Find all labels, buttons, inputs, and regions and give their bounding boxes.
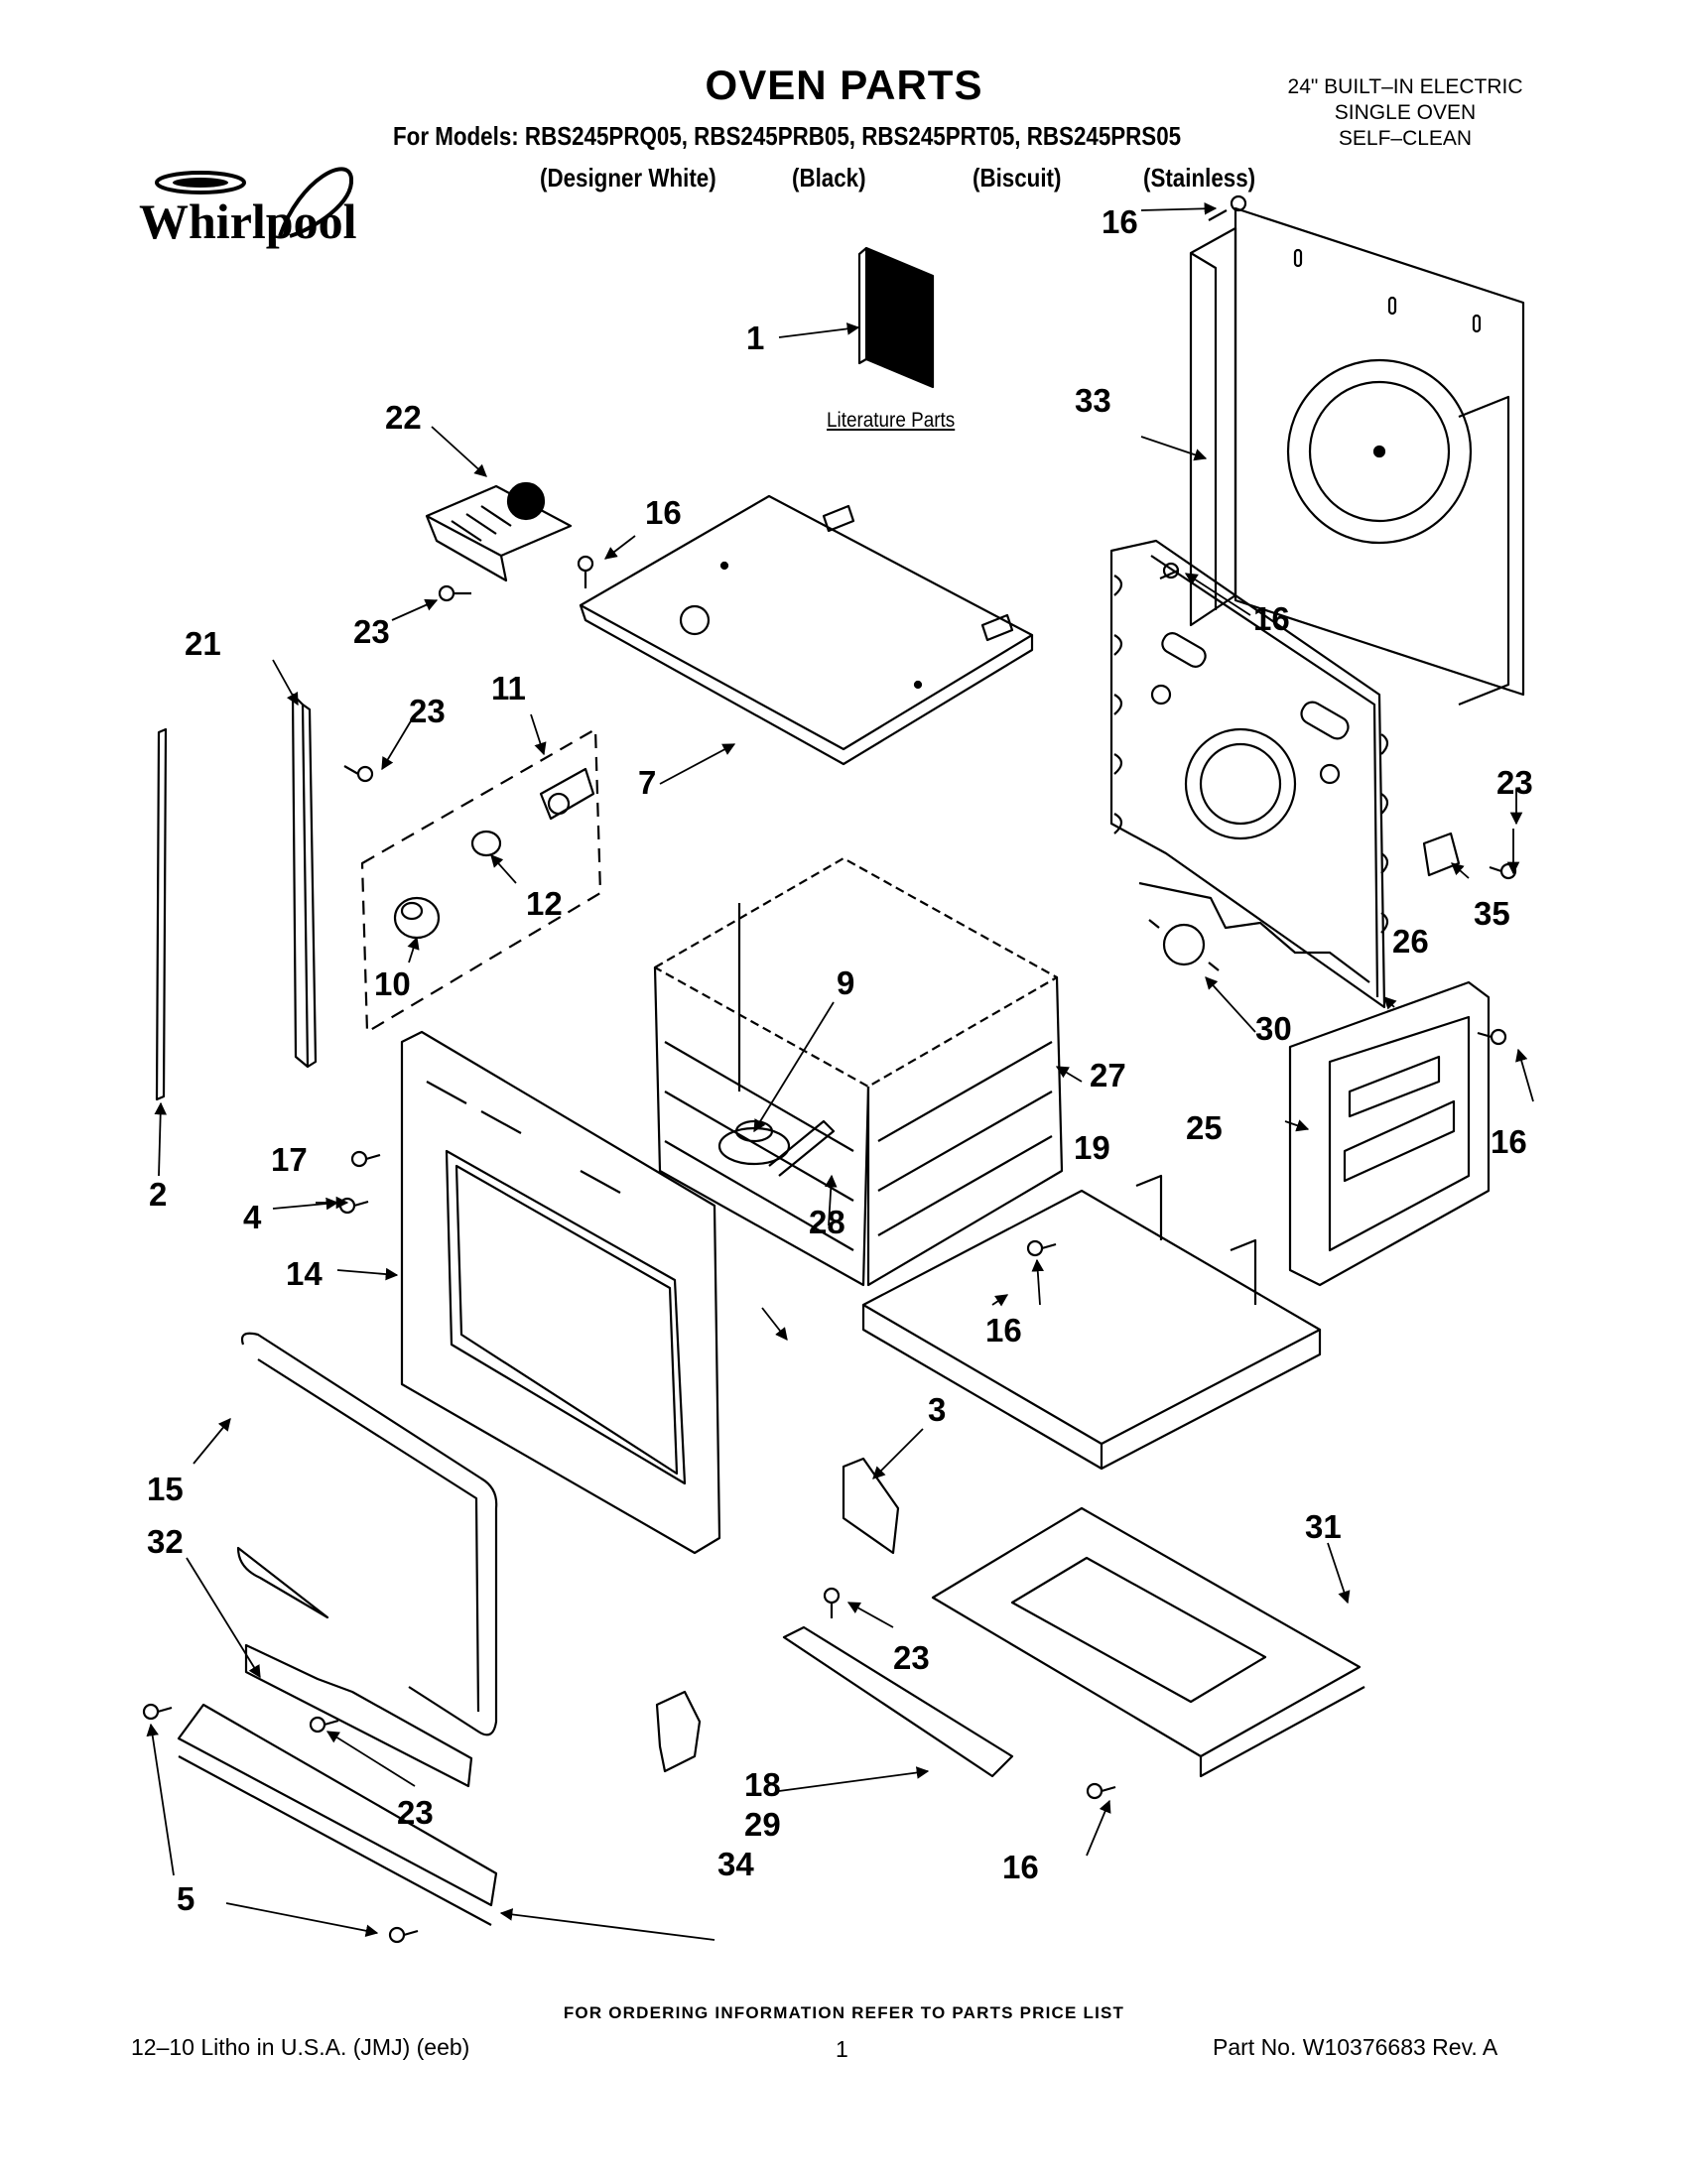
color-black: (Black) <box>792 163 866 193</box>
litho-info: 12–10 Litho in U.S.A. (JMJ) (eeb) <box>131 2034 470 2060</box>
models-line: For Models: RBS245PRQ05, RBS245PRB05, RB… <box>393 121 1182 151</box>
callout-23-e: 23 <box>397 1794 434 1831</box>
callout-5: 5 <box>177 1880 195 1917</box>
callout-23-a: 23 <box>353 613 390 650</box>
part-side-panel <box>1288 980 1491 1287</box>
callout-12: 12 <box>526 885 563 922</box>
page-title: OVEN PARTS <box>705 62 983 108</box>
screw-fasteners <box>142 194 1517 1944</box>
oven-type-line-2: SINGLE OVEN <box>1334 101 1477 124</box>
part-switch <box>1422 832 1461 877</box>
part-rear-panel <box>1189 206 1525 707</box>
part-angled-plate <box>782 1625 1014 1778</box>
callout-3: 3 <box>928 1391 946 1428</box>
callout-16-rear: 16 <box>1253 600 1290 637</box>
part-bottom-tray <box>931 1506 1365 1778</box>
part-knob-group <box>360 727 602 1034</box>
part-control-bracket <box>425 481 573 582</box>
callout-7: 7 <box>638 764 656 801</box>
oven-type-line-3: SELF–CLEAN <box>1338 127 1473 150</box>
callout-17: 17 <box>271 1141 308 1178</box>
callout-23-c: 23 <box>1496 764 1533 801</box>
part-door-gasket <box>236 1332 498 1736</box>
part-oven-cavity <box>653 856 1064 1287</box>
part-top-panel <box>579 494 1034 766</box>
part-literature-booklet <box>857 246 935 389</box>
oven-type-line-1: 24" BUILT–IN ELECTRIC <box>1287 75 1523 98</box>
callout-arrows <box>146 202 1534 1941</box>
color-stainless: (Stainless) <box>1143 163 1256 193</box>
part-side-trim <box>291 693 318 1069</box>
color-biscuit: (Biscuit) <box>973 163 1062 193</box>
callout-9: 9 <box>837 964 854 1001</box>
callout-2: 2 <box>149 1176 167 1213</box>
callout-23-b: 23 <box>409 693 446 729</box>
callout-10: 10 <box>374 965 411 1002</box>
page-number: 1 <box>836 2036 848 2062</box>
part-thermostat <box>1148 919 1220 971</box>
callout-16-tray: 16 <box>1002 1849 1039 1885</box>
callout-1: 1 <box>746 320 764 356</box>
callout-11: 11 <box>491 670 526 707</box>
callout-34: 34 <box>717 1846 754 1882</box>
part-small-bracket <box>842 1457 900 1555</box>
part-front-frame <box>400 1030 721 1555</box>
callout-32: 32 <box>147 1523 184 1560</box>
callout-31: 31 <box>1305 1508 1342 1545</box>
callout-26: 26 <box>1392 923 1429 960</box>
callout-33: 33 <box>1075 382 1111 419</box>
callout-23-d: 23 <box>893 1639 930 1676</box>
callout-16-side: 16 <box>1491 1123 1527 1160</box>
part-lower-bracket <box>244 1643 473 1788</box>
callout-30: 30 <box>1255 1010 1292 1047</box>
literature-parts-label: Literature Parts <box>827 409 956 432</box>
callout-21: 21 <box>185 625 221 662</box>
callout-25: 25 <box>1186 1109 1223 1146</box>
part-sensor <box>768 1119 836 1177</box>
part-seal-strip <box>155 727 168 1101</box>
brand-logo: Whirlpool <box>131 159 389 273</box>
ordering-note: FOR ORDERING INFORMATION REFER TO PARTS … <box>563 2003 1125 2022</box>
part-bottom-shelf <box>861 1174 1322 1471</box>
part-bottom-trim <box>177 1703 498 1926</box>
callout-14: 14 <box>286 1255 323 1292</box>
callout-22: 22 <box>385 399 422 436</box>
callout-16-top: 16 <box>1102 203 1138 240</box>
callout-28: 28 <box>809 1204 845 1240</box>
part-clip <box>655 1690 702 1773</box>
brand-logo-text: Whirlpool <box>139 193 357 249</box>
callout-4: 4 <box>243 1199 262 1235</box>
part-number: Part No. W10376683 Rev. A <box>1213 2034 1498 2060</box>
callout-29: 29 <box>744 1806 781 1843</box>
callout-16-shelf: 16 <box>985 1312 1022 1349</box>
color-designer-white: (Designer White) <box>540 163 716 193</box>
callout-15: 15 <box>147 1471 184 1507</box>
callout-35: 35 <box>1474 895 1510 932</box>
callout-27: 27 <box>1090 1057 1126 1093</box>
callout-16-top-panel: 16 <box>645 494 682 531</box>
part-inner-rear-panel <box>1109 539 1389 1009</box>
callout-18: 18 <box>744 1766 781 1803</box>
callout-19: 19 <box>1074 1129 1110 1166</box>
